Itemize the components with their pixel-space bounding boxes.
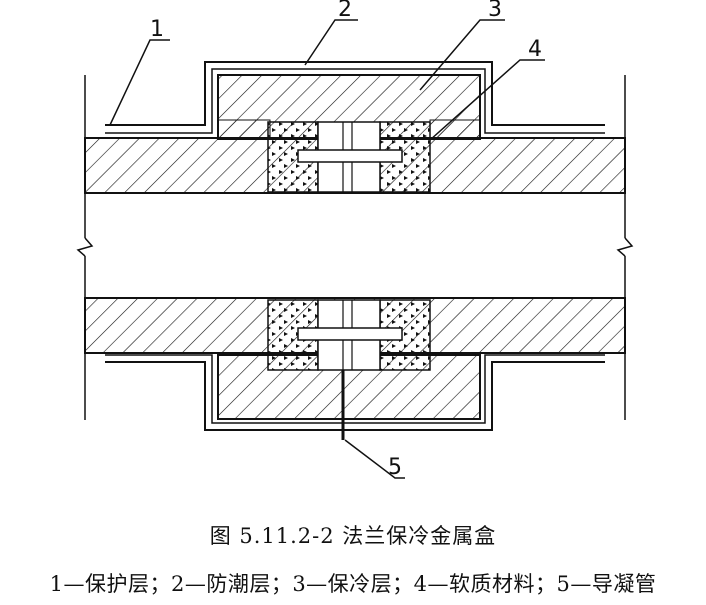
callout-1: 1 [150, 17, 164, 42]
callout-5: 5 [388, 455, 402, 480]
pipe-break-lines [76, 75, 634, 420]
soft-material-lower [267, 299, 431, 371]
figure-title: 图 5.11.2-2 法兰保冷金属盒 [209, 524, 497, 548]
callout-4: 4 [528, 37, 542, 62]
flange-cold-insulation-box-diagram: 1 2 3 4 5 [76, 0, 634, 480]
protective-layer-lower [105, 354, 605, 431]
callout-3: 3 [488, 0, 502, 22]
protective-layer-upper [105, 61, 605, 134]
figure-legend: 1—保护层；2—防潮层；3—保冷层；4—软质材料；5—导凝管 [49, 572, 657, 596]
soft-material-upper [267, 121, 431, 193]
callout-2: 2 [338, 0, 352, 22]
leader-lines [109, 19, 545, 479]
